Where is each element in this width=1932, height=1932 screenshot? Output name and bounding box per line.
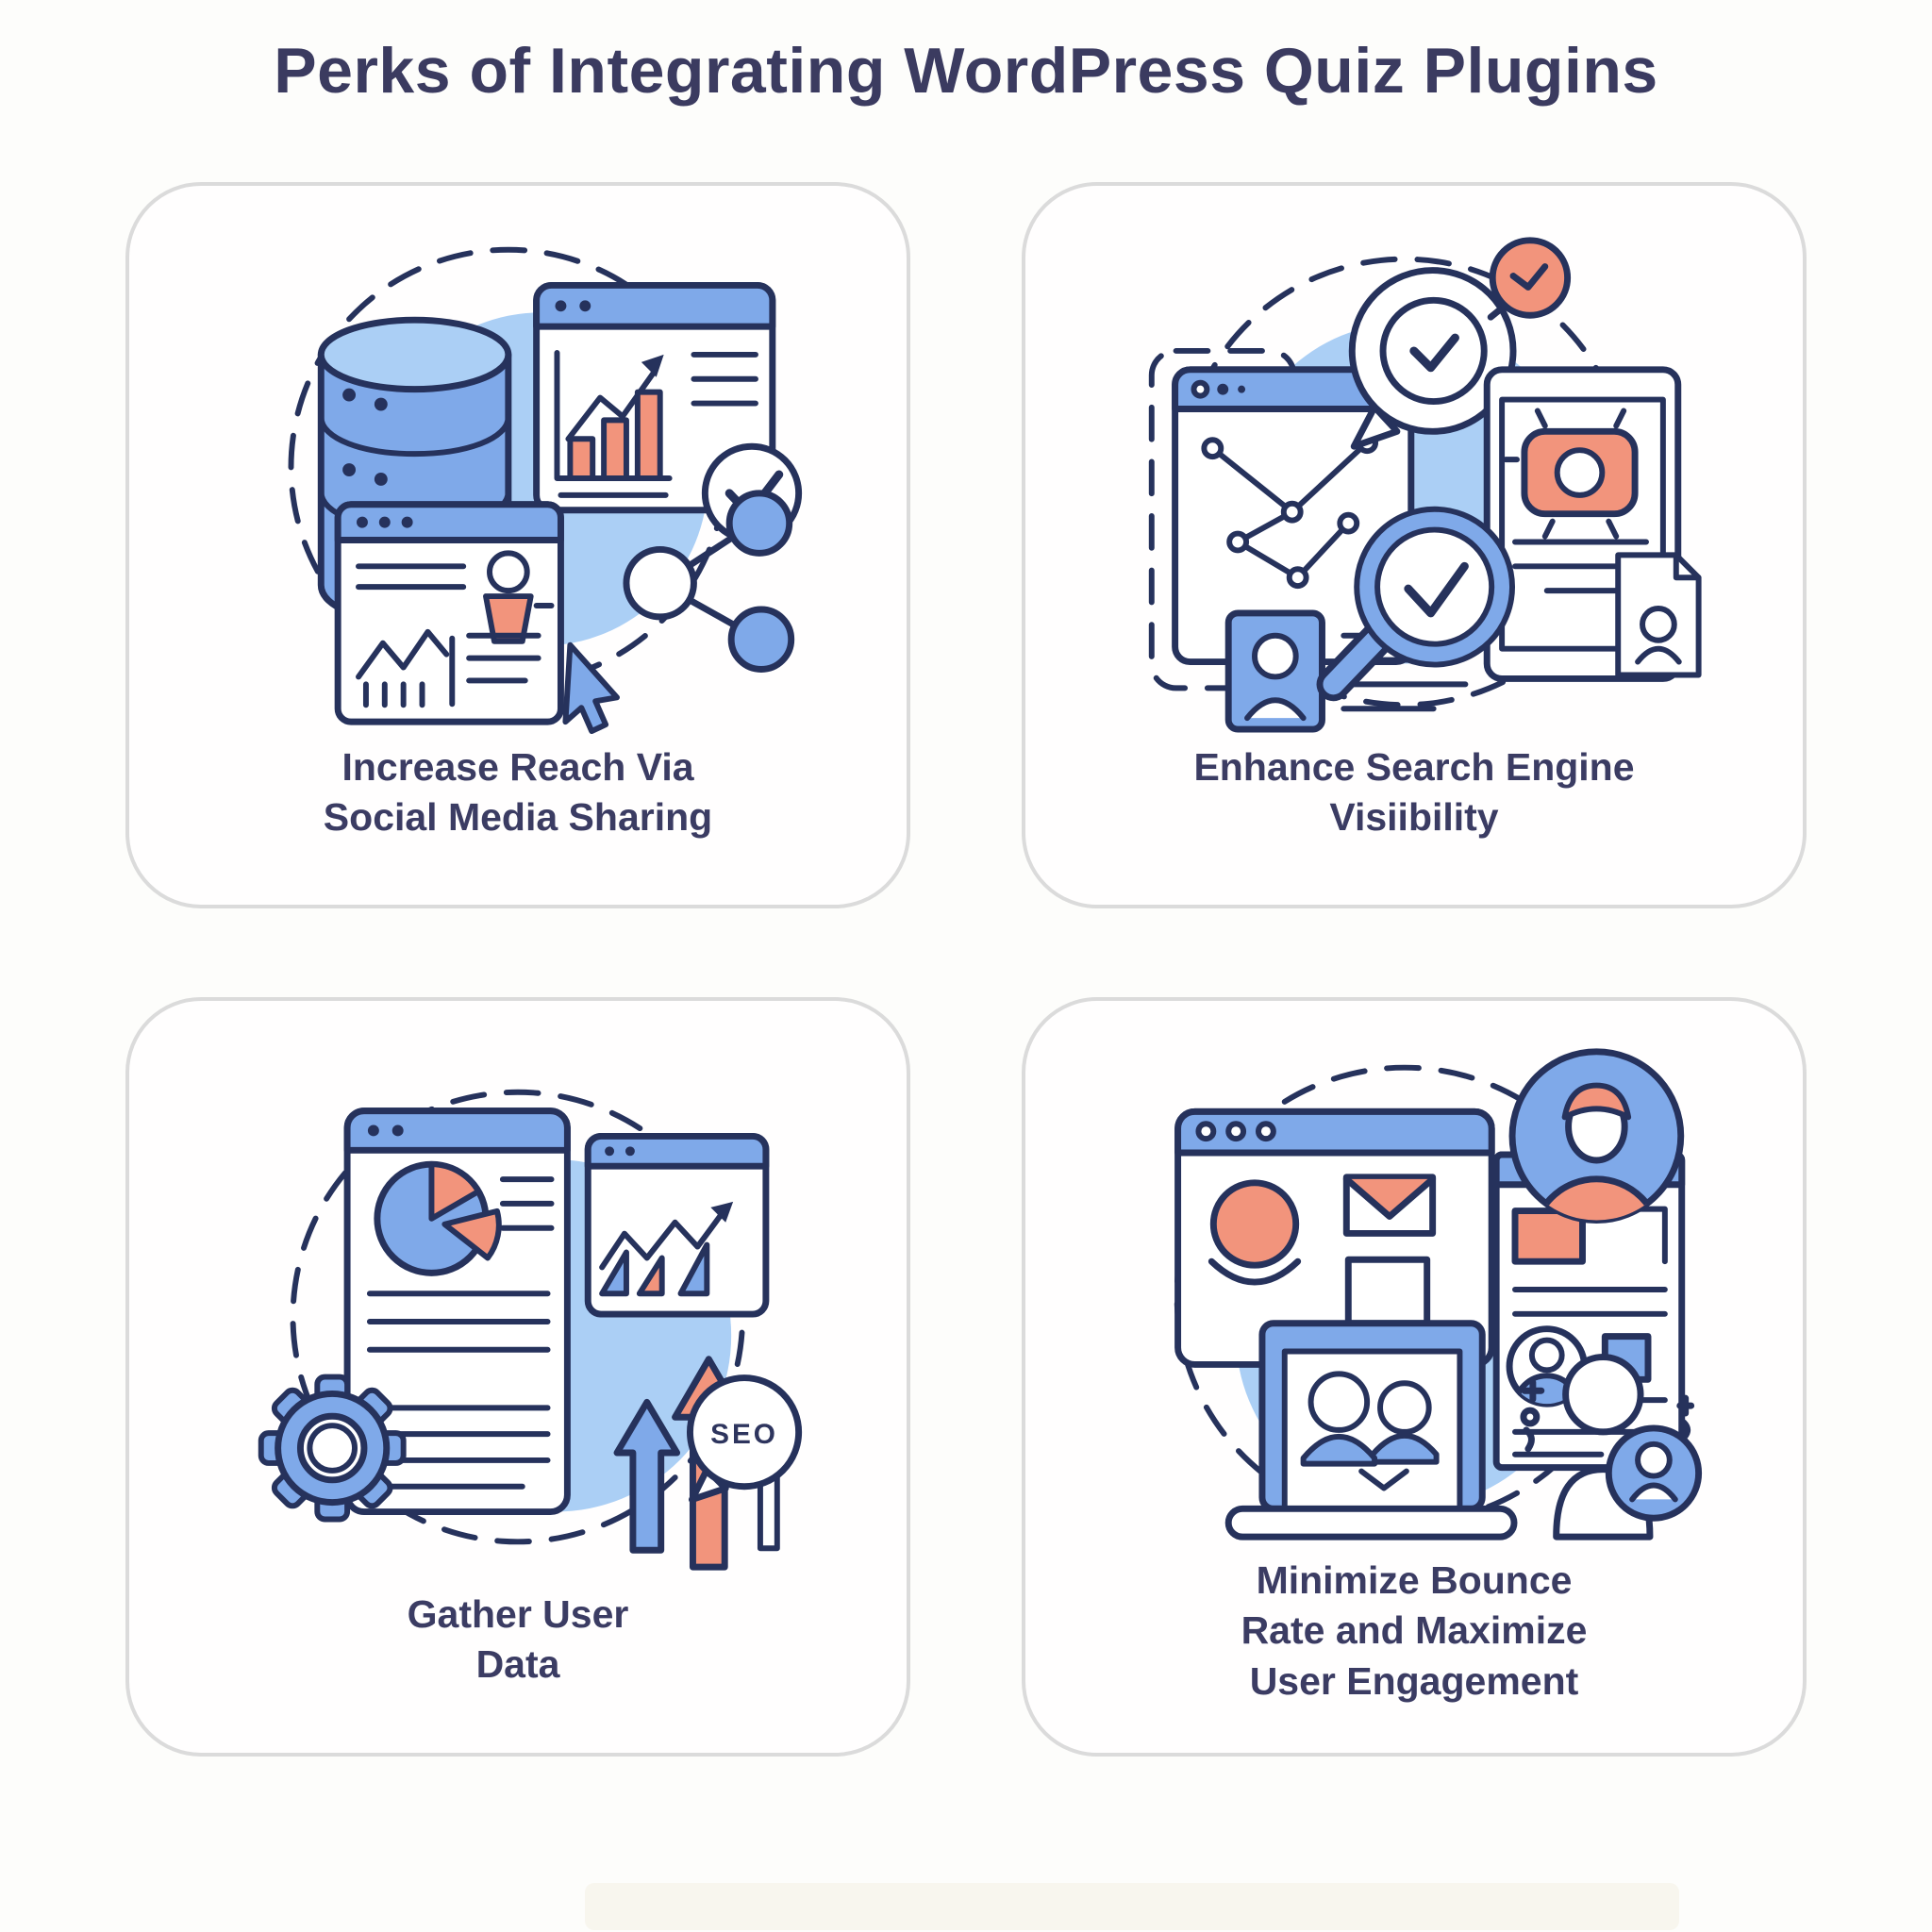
caption-line: User Engagement bbox=[1249, 1658, 1579, 1703]
caption-line: Increase Reach Via bbox=[341, 745, 694, 789]
report-window-icon bbox=[343, 1108, 572, 1516]
caption-line: Social Media Sharing bbox=[323, 795, 713, 840]
caption-line: Visiibility bbox=[1329, 795, 1499, 840]
footer-smudge bbox=[585, 1883, 1679, 1930]
resume-doc-icon bbox=[1615, 552, 1702, 678]
social-sharing-illustration bbox=[288, 246, 803, 735]
caption-gather-user-data: Gather User Data bbox=[408, 1590, 629, 1690]
speech-bubble-clock-icon bbox=[1348, 267, 1517, 450]
gather-data-illustration: SEO bbox=[258, 1089, 803, 1571]
growth-chart-window-icon bbox=[584, 1132, 770, 1318]
caption-line: Rate and Maximize bbox=[1241, 1608, 1588, 1653]
caption-line: Enhance Search Engine bbox=[1193, 745, 1635, 789]
seo-badge-label: SEO bbox=[710, 1419, 778, 1450]
engagement-illustration bbox=[1174, 1048, 1703, 1541]
envelope-icon bbox=[1343, 1174, 1437, 1237]
share-network-icon bbox=[623, 490, 795, 673]
illustration-gather-user-data: SEO bbox=[227, 1059, 808, 1584]
cursor-icon bbox=[562, 641, 621, 735]
id-card-icon bbox=[1224, 609, 1326, 733]
seo-bubble-icon: SEO bbox=[687, 1374, 803, 1504]
search-visibility-illustration bbox=[1149, 237, 1702, 733]
caption-bounce-rate-engagement: Minimize Bounce Rate and Maximize User E… bbox=[1241, 1556, 1588, 1707]
user-report-icon bbox=[334, 501, 565, 725]
analytics-window-icon bbox=[533, 281, 776, 514]
illustration-search-engine-visibility bbox=[1124, 212, 1705, 737]
avatar-orange-icon bbox=[1208, 1179, 1302, 1286]
gear-icon bbox=[258, 1374, 407, 1523]
user-avatar-circle-icon bbox=[1508, 1048, 1685, 1224]
dashed-circle-icon bbox=[290, 1089, 746, 1545]
card-bounce-rate-engagement: Minimize Bounce Rate and Maximize User E… bbox=[1022, 997, 1807, 1757]
illustration-social-media-sharing bbox=[227, 212, 808, 737]
card-gather-user-data: SEO Gather User Data bbox=[125, 997, 910, 1757]
page-title: Perks of Integrating WordPress Quiz Plug… bbox=[274, 35, 1658, 107]
node-graph-icon bbox=[1201, 431, 1379, 590]
card-search-engine-visibility: Enhance Search Engine Visiibility bbox=[1022, 182, 1807, 908]
caption-social-media-sharing: Increase Reach Via Social Media Sharing bbox=[324, 742, 712, 843]
laptop-meeting-icon bbox=[1224, 1320, 1518, 1541]
person-avatar-icon bbox=[1553, 1353, 1703, 1541]
magnifier-check-icon bbox=[1316, 506, 1516, 702]
doodle-glyphs bbox=[1520, 1378, 1695, 1453]
caption-line: Data bbox=[475, 1642, 560, 1687]
caption-line: Gather User bbox=[407, 1592, 629, 1636]
bar-chart-icon bbox=[567, 389, 663, 481]
caption-search-engine-visibility: Enhance Search Engine Visiibility bbox=[1193, 742, 1634, 843]
browser-window-icon bbox=[1174, 1108, 1495, 1368]
card-social-media-sharing: Increase Reach Via Social Media Sharing bbox=[125, 182, 910, 908]
caption-line: Minimize Bounce bbox=[1256, 1558, 1573, 1602]
illustration-bounce-rate-engagement bbox=[1124, 1025, 1705, 1550]
pie-chart-icon bbox=[374, 1160, 502, 1276]
timer-icon bbox=[1487, 237, 1572, 321]
